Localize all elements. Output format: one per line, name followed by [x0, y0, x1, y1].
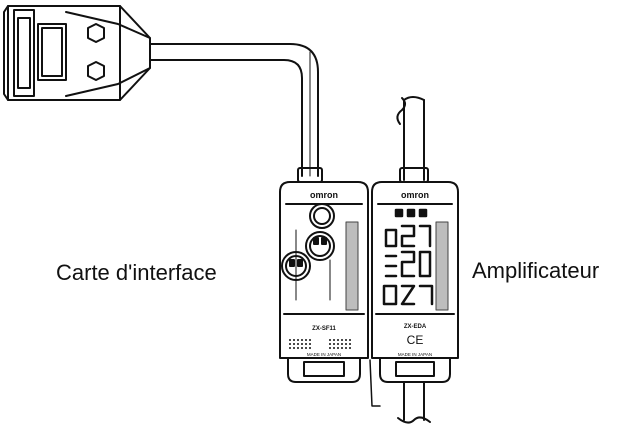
interface-card: [279, 181, 381, 407]
jack-icon: [281, 203, 335, 281]
amplifier-made-in: MADE IN JAPAN: [398, 352, 432, 357]
interface-made-in: MADE IN JAPAN: [307, 352, 341, 357]
db-connector-icon: [3, 5, 151, 101]
amplifier-unit: [371, 96, 459, 424]
amplifier-brand: omron: [401, 190, 429, 200]
hex-screw-icon: [87, 23, 105, 81]
label-interface-card: Carte d'interface: [56, 260, 217, 285]
label-amplifier: Amplificateur: [472, 258, 600, 283]
ce-mark: CE: [407, 333, 424, 347]
interface-model: ZX-SF11: [312, 326, 336, 332]
amplifier-model: ZX-EDA: [404, 324, 427, 330]
cable-icon: [149, 43, 323, 183]
interface-brand: omron: [310, 190, 338, 200]
